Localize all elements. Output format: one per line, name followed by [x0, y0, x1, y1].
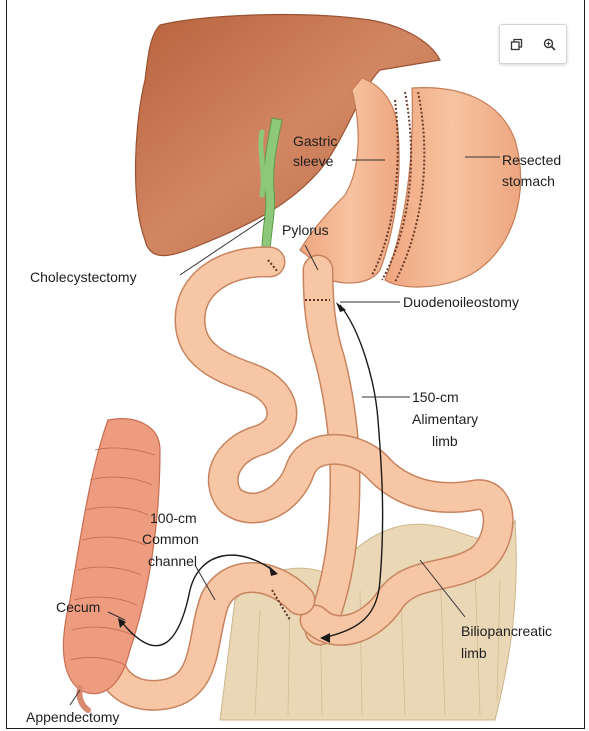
label-gastric-line1: Gastric — [293, 133, 337, 149]
label-common-line1: 100-cm — [150, 510, 197, 526]
label-resected-line2: stomach — [502, 173, 555, 189]
zoom-in-icon[interactable] — [540, 34, 560, 54]
label-biliopancreatic-line2: limb — [461, 645, 487, 661]
label-gastric-line2: sleeve — [293, 153, 334, 169]
label-cecum: Cecum — [56, 599, 100, 615]
label-biliopancreatic-line1: Biliopancreatic — [461, 623, 552, 639]
label-alimentary-line1: 150-cm — [412, 389, 459, 405]
label-appendectomy: Appendectomy — [26, 709, 119, 725]
label-duodenoileostomy: Duodenoileostomy — [403, 294, 519, 310]
colon — [63, 419, 160, 710]
label-common-line3: channel — [148, 553, 197, 569]
label-resected-line1: Resected — [502, 152, 561, 168]
label-alimentary-line2: Alimentary — [412, 411, 478, 427]
label-alimentary-line3: limb — [432, 433, 458, 449]
label-pylorus: Pylorus — [282, 222, 329, 238]
label-common-line2: Common — [142, 531, 199, 547]
label-cholecystectomy: Cholecystectomy — [30, 269, 137, 285]
image-toolbar — [499, 24, 567, 64]
open-in-new-icon[interactable] — [507, 34, 527, 54]
resected-stomach — [385, 88, 521, 287]
